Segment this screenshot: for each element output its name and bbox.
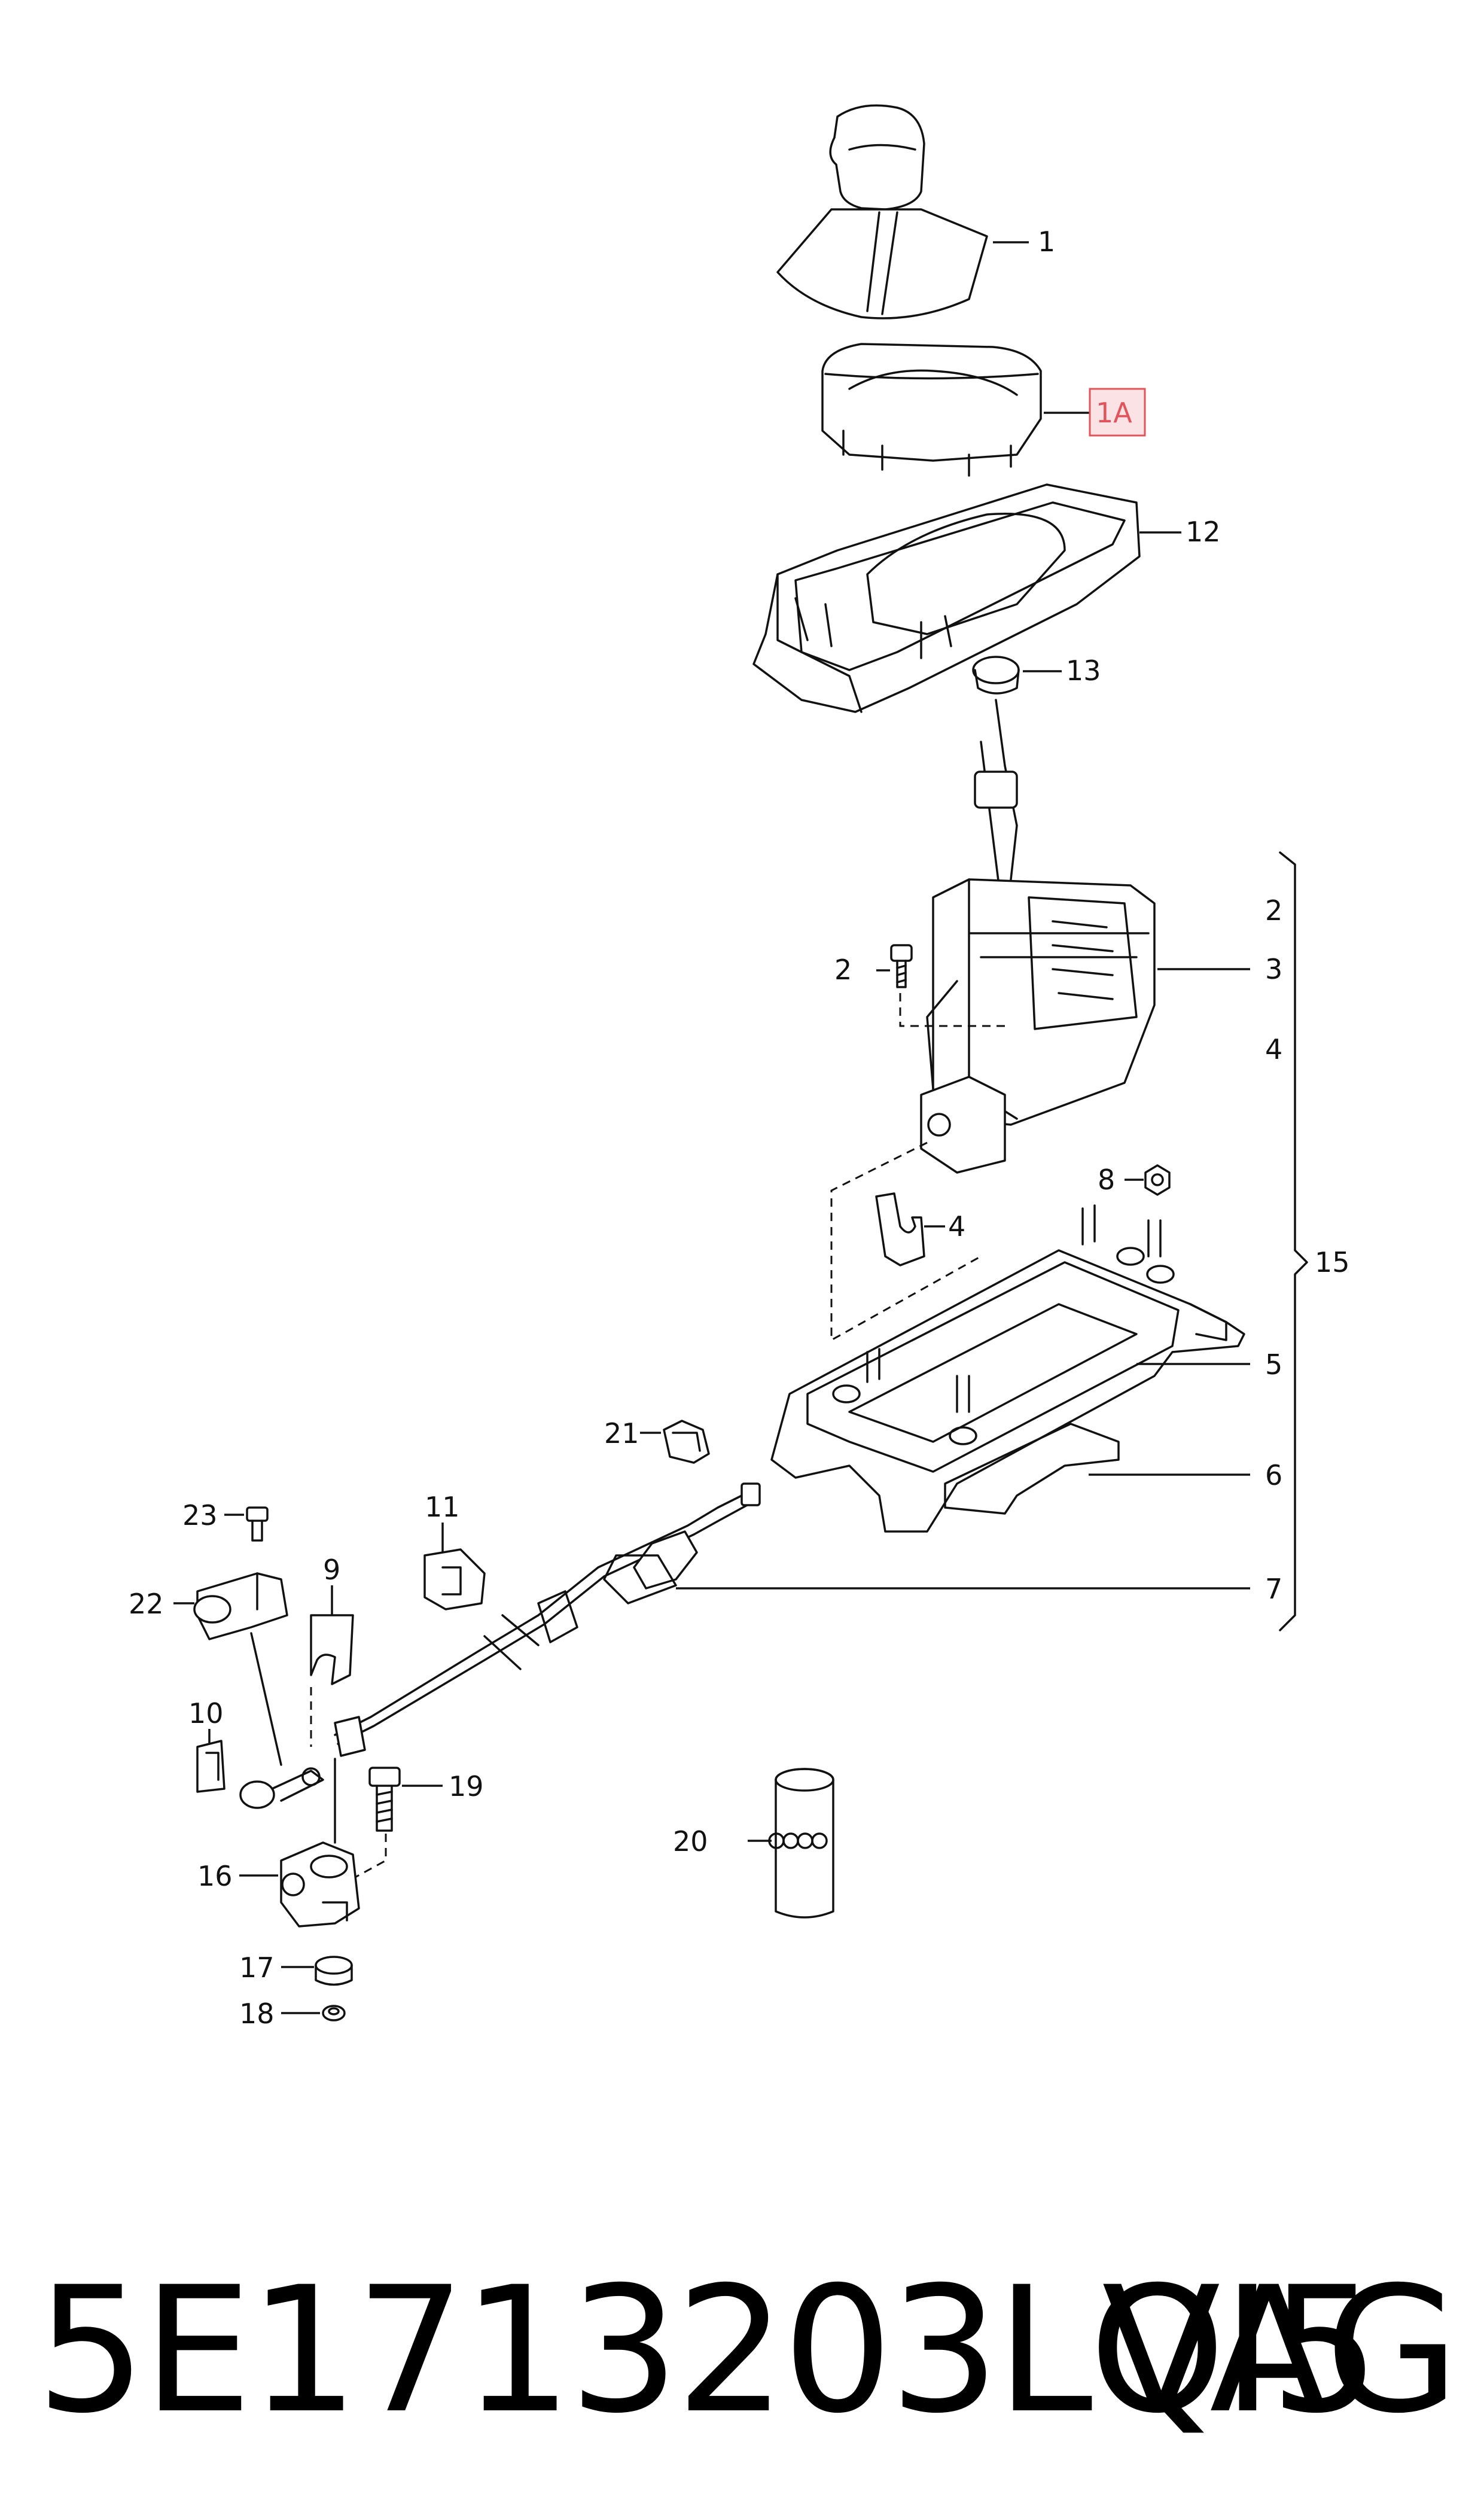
highlight-box-1a [1089,388,1146,437]
part-7-selector-cable [334,1482,761,1757]
callout-5: 5 [1265,1348,1282,1381]
part-4-retaining-clip [875,1192,925,1266]
callout-1a: 1A [1096,397,1132,429]
brand-name: VAG [1102,2250,1459,2452]
part-16-bracket-block [280,1841,360,1928]
part-2-screw [890,944,913,988]
footer: 5E1713203LQI5 VAG [24,2237,1459,2465]
part-1-gear-knob-boot [776,104,988,319]
part-11-clip [423,1548,486,1610]
callout-12: 12 [1186,516,1221,548]
callout-3: 3 [1265,953,1282,985]
callout-18: 18 [239,1998,275,2030]
part-5-base-bracket [770,1204,1245,1533]
callout-4-right: 4 [1265,1033,1282,1065]
part-21-clip [663,1420,710,1464]
part-10-clip [196,1740,226,1793]
callout-13: 13 [1066,654,1101,687]
part-17-grommet [315,1956,353,1986]
callout-11: 11 [425,1491,460,1523]
callout-19: 19 [449,1770,484,1803]
callout-9: 9 [323,1554,340,1586]
callout-1: 1 [1038,226,1055,258]
part-19-bolt [368,1767,401,1832]
part-12-trim-housing [752,483,1141,713]
part-6-pad [944,1423,1120,1515]
callout-15: 15 [1315,1246,1350,1278]
part-23-bolt [246,1506,269,1542]
callout-16: 16 [197,1860,233,1892]
cable-end-ball-joint [239,1767,324,1809]
part-number: 5E1713203LQI5 [36,2250,1380,2452]
callout-20: 20 [673,1825,708,1858]
callout-23: 23 [182,1499,218,1531]
part-9-cotter [310,1614,354,1685]
callout-labels: 1 1A 12 13 2 2 3 4 4 8 15 5 21 6 7 23 11… [129,226,1350,2030]
part-8-nut [1144,1164,1171,1196]
part-1a-cover [821,343,1042,477]
part-22-bushing [193,1572,288,1640]
callout-22: 22 [129,1588,164,1620]
callout-4-clip: 4 [948,1210,965,1243]
callout-2-left: 2 [834,954,852,986]
part-20-grease-tube [768,1768,834,1919]
part-3-selector-mechanism [920,699,1156,1174]
group-15-brace [1279,851,1308,1631]
part-18-washer [322,2005,346,2021]
callout-17: 17 [239,1951,275,1984]
callout-7: 7 [1265,1573,1282,1605]
callout-2-top: 2 [1265,894,1282,927]
callout-10: 10 [188,1697,224,1730]
part-13-clip [972,656,1020,695]
callout-8: 8 [1098,1164,1115,1196]
callout-21: 21 [604,1417,639,1450]
callout-6: 6 [1265,1459,1282,1491]
